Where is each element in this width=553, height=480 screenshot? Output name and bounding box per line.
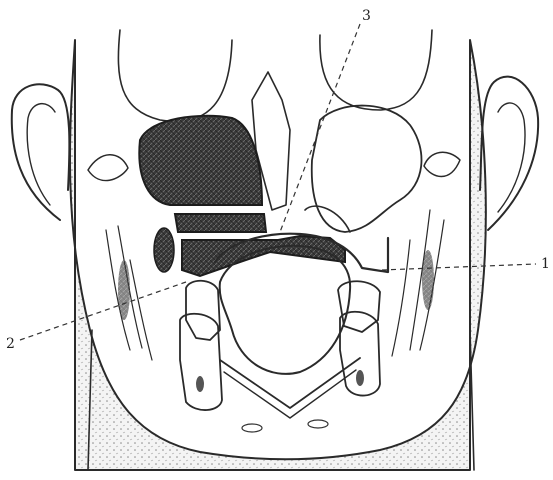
label-2: 2 — [6, 336, 15, 352]
right-maxillary-sinus — [312, 106, 422, 232]
left-tooth-upper — [186, 281, 220, 340]
label-3: 3 — [362, 8, 371, 24]
leader-line-1 — [382, 264, 536, 270]
left-ear — [12, 84, 70, 220]
left-tooth-root — [180, 314, 222, 410]
label-1: 1 — [541, 256, 550, 272]
right-ear — [480, 77, 538, 230]
left-small-cavity — [154, 228, 174, 272]
left-nasal-passage-upper — [175, 214, 266, 232]
left-maxillary-sinus — [139, 116, 262, 205]
leader-line-2 — [20, 282, 186, 340]
right-tooth-upper — [338, 281, 380, 332]
left-nasal-passage-lower — [182, 236, 345, 276]
tongue — [220, 246, 350, 374]
